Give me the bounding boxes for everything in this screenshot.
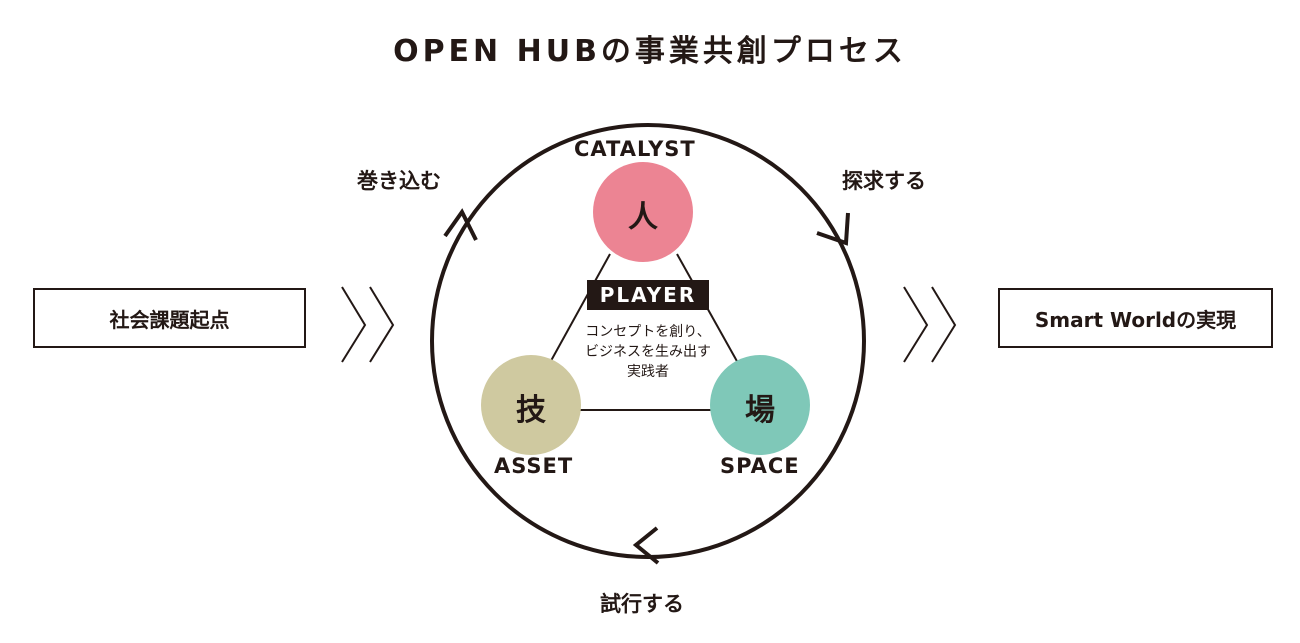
chevron-right-2 [931,286,957,363]
node-glyph-place: 場 [745,393,775,428]
page-title: OPEN HUBの事業共創プロセス [393,34,907,69]
player-description-line: ビジネスを生み出す [585,344,711,360]
node-circle-space [710,355,810,455]
node-glyph-technology: 技 [516,393,546,428]
node-circle-asset [481,355,581,455]
chevron-left-2 [369,286,395,363]
cycle-label-explore: 探求する [842,169,926,193]
cycle-arrow-top-right [816,212,850,246]
goal-box: Smart Worldの実現 [998,288,1273,348]
node-label-catalyst: CATALYST [574,137,696,161]
chevron-right-1 [903,286,929,363]
cycle-arrow-bottom [632,526,660,565]
cycle-label-trial: 試行する [600,592,684,616]
start-box: 社会課題起点 [33,288,306,348]
cycle-label-involve: 巻き込む [357,169,441,193]
node-glyph-person: 人 [628,200,658,235]
node-label-space: SPACE [720,454,800,478]
cycle-arrow-top-left [443,208,478,241]
node-circle-catalyst [593,162,693,262]
player-description: コンセプトを創り、 ビジネスを生み出す 実践者 [560,322,736,382]
chevron-left-1 [341,286,367,363]
node-label-asset: ASSET [494,454,574,478]
player-description-line: 実践者 [627,364,669,380]
player-label: PLAYER [587,280,709,310]
player-description-line: コンセプトを創り、 [585,324,711,340]
